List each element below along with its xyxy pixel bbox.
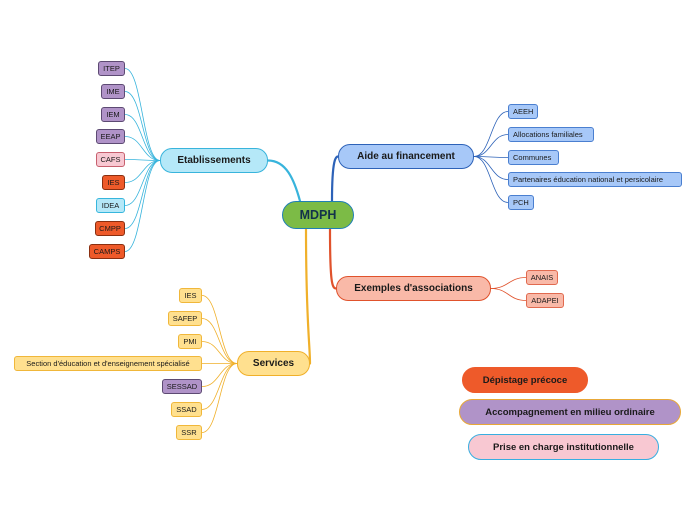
leaf-eeap[interactable]: EEAP	[96, 129, 125, 144]
leaf-ssad[interactable]: SSAD	[171, 402, 202, 417]
link-leaf-ssad	[201, 363, 238, 410]
link-leaf-adapei	[490, 288, 527, 301]
link-leaf-eeap	[124, 136, 161, 161]
link-leaf-cmpp	[124, 160, 161, 229]
legend-accompagnement-milieu-ordinaire[interactable]: Accompagnement en milieu ordinaire	[459, 399, 681, 425]
leaf-pch[interactable]: PCH	[508, 195, 534, 210]
leaf-sessad[interactable]: SESSAD	[162, 379, 202, 394]
link-leaf-iem	[124, 114, 161, 161]
leaf-partenaires[interactable]: Partenaires éducation national et persic…	[508, 172, 682, 187]
link-leaf-partenaires	[473, 156, 509, 180]
leaf-ies-etab[interactable]: IES	[102, 175, 125, 190]
leaf-idea[interactable]: IDEA	[96, 198, 125, 213]
link-root-services	[304, 227, 312, 365]
leaf-pmi[interactable]: PMI	[178, 334, 202, 349]
leaf-adapei[interactable]: ADAPEI	[526, 293, 564, 308]
branch-exemples-associations[interactable]: Exemples d'associations	[336, 276, 491, 301]
leaf-iem[interactable]: IEM	[101, 107, 125, 122]
link-leaf-pch	[473, 156, 509, 203]
leaf-communes[interactable]: Communes	[508, 150, 559, 165]
link-leaf-pmi	[201, 341, 238, 364]
leaf-section-education[interactable]: Section d'éducation et d'enseignement sp…	[14, 356, 202, 371]
branch-etablissements[interactable]: Etablissements	[160, 148, 268, 173]
link-leaf-safep	[201, 318, 238, 364]
leaf-ssr[interactable]: SSR	[176, 425, 202, 440]
branch-services[interactable]: Services	[237, 351, 310, 376]
leaf-safep[interactable]: SAFEP	[168, 311, 202, 326]
root-node-mdph[interactable]: MDPH	[282, 201, 354, 229]
link-leaf-sessad	[201, 363, 238, 387]
leaf-anais[interactable]: ANAIS	[526, 270, 558, 285]
link-root-aide	[330, 155, 340, 203]
link-leaf-aeeh	[473, 111, 509, 157]
link-leaf-ime	[124, 91, 161, 161]
link-leaf-allocations-familiales	[473, 134, 509, 157]
link-leaf-cafs	[124, 159, 161, 161]
legend-depistage-precoce[interactable]: Dépistage précoce	[462, 367, 588, 393]
leaf-cafs[interactable]: CAFS	[96, 152, 125, 167]
link-leaf-ies-services	[201, 295, 238, 364]
leaf-allocations-familiales[interactable]: Allocations familiales	[508, 127, 594, 142]
link-leaf-anais	[490, 277, 527, 289]
link-root-etablissements	[266, 159, 302, 203]
link-leaf-itep	[124, 68, 161, 161]
legend-prise-en-charge-institutionnelle[interactable]: Prise en charge institutionnelle	[468, 434, 659, 460]
branch-aide-au-financement[interactable]: Aide au financement	[338, 144, 474, 169]
link-leaf-ssr	[201, 363, 238, 433]
leaf-ime[interactable]: IME	[101, 84, 125, 99]
link-leaf-camps	[124, 160, 161, 252]
leaf-ies-services[interactable]: IES	[179, 288, 202, 303]
leaf-cmpp[interactable]: CMPP	[95, 221, 125, 236]
leaf-camps[interactable]: CAMPS	[89, 244, 125, 259]
leaf-itep[interactable]: ITEP	[98, 61, 125, 76]
link-root-exemples	[328, 227, 338, 290]
link-leaf-idea	[124, 160, 161, 206]
leaf-aeeh[interactable]: AEEH	[508, 104, 538, 119]
